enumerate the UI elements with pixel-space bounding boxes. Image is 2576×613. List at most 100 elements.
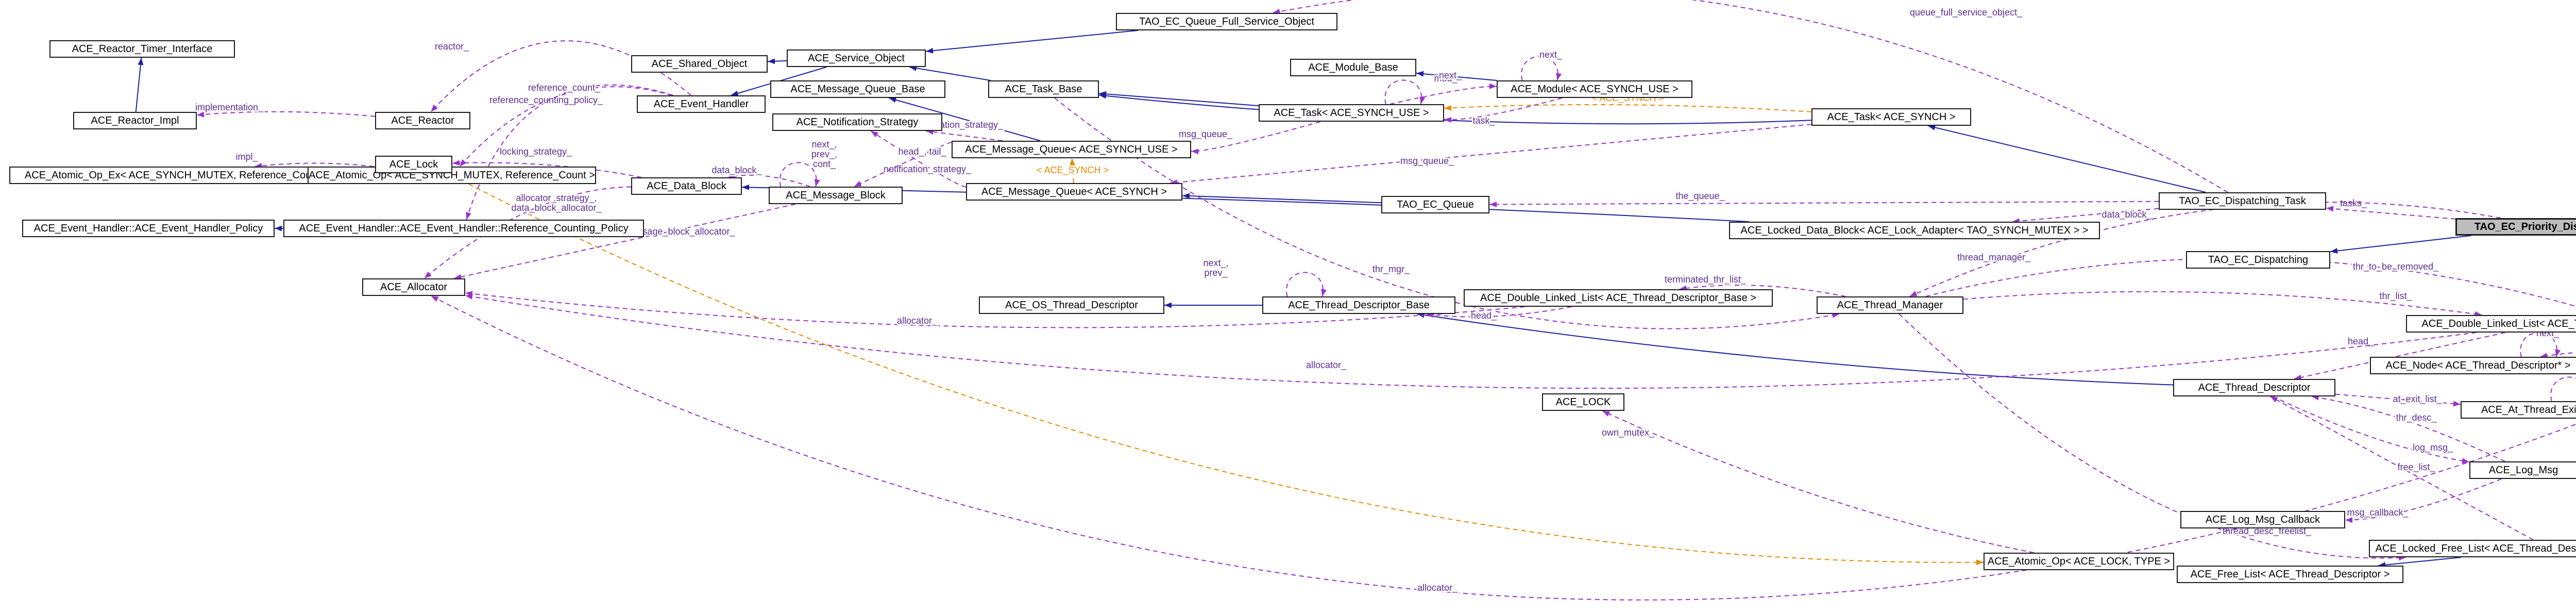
- class-node-reactor[interactable]: ACE_Reactor: [375, 112, 470, 129]
- edge-priority-disptask: [2326, 207, 2456, 220]
- class-node-mod_use[interactable]: ACE_Module< ACE_SYNCH_USE >: [1497, 80, 1692, 98]
- class-node-atexit[interactable]: ACE_At_Thread_Exit: [2461, 401, 2576, 419]
- class-node-alloc[interactable]: ACE_Allocator: [362, 278, 465, 296]
- edge-taskbase-service: [909, 67, 991, 81]
- class-node-rcp[interactable]: ACE_Event_Handler::ACE_Event_Handler::Re…: [283, 220, 644, 237]
- arrowhead: [854, 181, 862, 187]
- arrowhead: [1321, 289, 1327, 296]
- class-node-taskbase[interactable]: ACE_Task_Base: [988, 80, 1099, 98]
- edge-label: free_list_: [2397, 462, 2435, 473]
- edge-label: allocator_: [897, 316, 938, 326]
- arrowhead: [1099, 93, 1107, 99]
- arrowhead: [2270, 396, 2278, 403]
- edge-label: next_,prev_: [1203, 258, 1228, 278]
- class-node-dll_td[interactable]: ACE_Double_Linked_List< ACE_Thread_Descr…: [2406, 315, 2576, 333]
- class-node-atomic_gen[interactable]: ACE_Atomic_Op< ACE_LOCK, TYPE >: [1984, 553, 2174, 570]
- edge-label: reference_count_: [528, 82, 601, 93]
- edge-eh-reactor: [430, 40, 691, 112]
- arrowhead: [197, 111, 205, 118]
- class-node-reactor_timer[interactable]: ACE_Reactor_Timer_Interface: [49, 40, 235, 58]
- edge-mq_synch-mq_use: [1071, 158, 1074, 184]
- class-node-dispatching[interactable]: TAO_EC_Dispatching: [2186, 251, 2330, 269]
- class-node-thdesc[interactable]: ACE_Thread_Descriptor: [2173, 379, 2335, 396]
- arrowhead: [1928, 124, 1936, 130]
- edge-task_synch-task_use: [1444, 104, 1812, 112]
- arrowhead: [1556, 73, 1562, 80]
- class-node-notif[interactable]: ACE_Notification_Strategy: [772, 113, 942, 131]
- class-node-modbase[interactable]: ACE_Module_Base: [1290, 59, 1416, 76]
- edge-label: msg_queue_: [1400, 156, 1454, 167]
- class-node-eh[interactable]: ACE_Event_Handler: [637, 95, 766, 113]
- edge-logmsg-logcb: [2345, 478, 2502, 521]
- class-node-logcb[interactable]: ACE_Log_Msg_Callback: [2180, 511, 2345, 528]
- edge-label: thr_list_: [2379, 291, 2412, 302]
- edge-label: head_: [2348, 336, 2374, 347]
- edge-task_use-self: [1384, 79, 1422, 105]
- arrowhead: [871, 131, 878, 138]
- edge-atomic_gen-acelock: [1602, 410, 2035, 553]
- edge-msgblock-alloc: [454, 204, 795, 279]
- edge-disptask-task_synch: [1927, 125, 2206, 193]
- arrowhead: [1444, 105, 1452, 111]
- class-node-qfso[interactable]: TAO_EC_Queue_Full_Service_Object: [1116, 13, 1337, 30]
- class-node-freelist[interactable]: ACE_Free_List< ACE_Thread_Descriptor >: [2177, 566, 2403, 583]
- class-node-reactor_impl[interactable]: ACE_Reactor_Impl: [73, 112, 197, 129]
- class-node-task_use[interactable]: ACE_Task< ACE_SYNCH_USE >: [1259, 104, 1444, 122]
- edge-logmsg-thdesc: [2311, 396, 2505, 462]
- class-node-thmgr[interactable]: ACE_Thread_Manager: [1817, 296, 1963, 314]
- class-node-ehp[interactable]: ACE_Event_Handler::ACE_Event_Handler_Pol…: [22, 220, 275, 237]
- edge-task_use-taskbase: [1098, 93, 1259, 107]
- edge-thmgr-ubq: [1925, 258, 2576, 307]
- class-node-lockeddb[interactable]: ACE_Locked_Data_Block< ACE_Lock_Adapter<…: [1729, 222, 2100, 239]
- arrowhead: [889, 97, 897, 103]
- class-node-disptask[interactable]: TAO_EC_Dispatching_Task: [2159, 192, 2326, 210]
- class-node-msgblock[interactable]: ACE_Message_Block: [769, 187, 903, 204]
- edge-atomic_rc-atomic_ex: [255, 162, 374, 167]
- arrowhead: [2330, 248, 2338, 254]
- edge-label: head_: [1471, 310, 1497, 321]
- class-node-node[interactable]: ACE_Node< ACE_Thread_Descriptor* >: [2370, 357, 2576, 374]
- class-node-mq_synch[interactable]: ACE_Message_Queue< ACE_SYNCH >: [966, 183, 1182, 201]
- class-node-lockedfl[interactable]: ACE_Locked_Free_List< ACE_Thread_Descrip…: [2369, 540, 2576, 557]
- class-node-atomic_ex[interactable]: ACE_Atomic_Op_Ex< ACE_SYNCH_MUTEX, Refer…: [9, 167, 344, 184]
- edge-dll_td-thdesc: [2294, 332, 2505, 379]
- edge-ubq-node: [2540, 352, 2576, 357]
- class-node-dll_tdb[interactable]: ACE_Double_Linked_List< ACE_Thread_Descr…: [1464, 289, 1773, 307]
- arrowhead: [2345, 517, 2353, 523]
- arrowhead: [2555, 349, 2561, 357]
- class-node-lock[interactable]: ACE_Lock: [375, 156, 452, 173]
- arrowhead: [138, 58, 144, 65]
- arrowhead: [1070, 158, 1076, 166]
- edge-label: thr_desc_: [2396, 412, 2437, 423]
- arrowhead: [1164, 302, 1172, 308]
- class-node-acelock[interactable]: ACE_LOCK: [1542, 393, 1624, 411]
- class-node-mqb[interactable]: ACE_Message_Queue_Base: [770, 80, 945, 98]
- class-node-service[interactable]: ACE_Service_Object: [787, 49, 926, 67]
- class-node-thdescbase[interactable]: ACE_Thread_Descriptor_Base: [1262, 296, 1455, 314]
- class-node-osthdesc[interactable]: ACE_OS_Thread_Descriptor: [979, 296, 1164, 314]
- class-node-datablock[interactable]: ACE_Data_Block: [631, 177, 742, 195]
- arrowhead: [452, 160, 460, 166]
- edge-dll_tdb-alloc: [465, 292, 1525, 328]
- class-node-mq_use[interactable]: ACE_Message_Queue< ACE_SYNCH_USE >: [952, 141, 1191, 158]
- edge-node-self: [2520, 332, 2557, 357]
- edge-mq_use-mqb: [888, 97, 1041, 141]
- arrowhead: [1976, 559, 1984, 566]
- edge-label: allocator_: [1417, 583, 1458, 593]
- edge-disptask-ecqueue: [1489, 201, 2159, 205]
- class-node-task_synch[interactable]: ACE_Task< ACE_SYNCH >: [1811, 108, 1971, 126]
- arrowhead: [1602, 411, 1611, 417]
- arrowhead: [731, 90, 739, 96]
- class-node-shared[interactable]: ACE_Shared_Object: [631, 55, 768, 73]
- arrowhead: [768, 58, 775, 64]
- edge-atomic_rc-atomic_gen: [468, 184, 1984, 563]
- arrowhead: [2294, 374, 2302, 380]
- edge-disptask-lockeddb: [2012, 208, 2159, 222]
- edge-msgblock-datablock: [728, 174, 810, 187]
- arrowhead: [1182, 193, 1190, 199]
- class-node-logmsg[interactable]: ACE_Log_Msg: [2469, 461, 2576, 479]
- class-node-ecqueue[interactable]: TAO_EC_Queue: [1381, 196, 1489, 213]
- edge-label: at_exit_list_: [2393, 394, 2442, 405]
- class-node-priority: TAO_EC_Priority_Dispatching: [2455, 218, 2576, 236]
